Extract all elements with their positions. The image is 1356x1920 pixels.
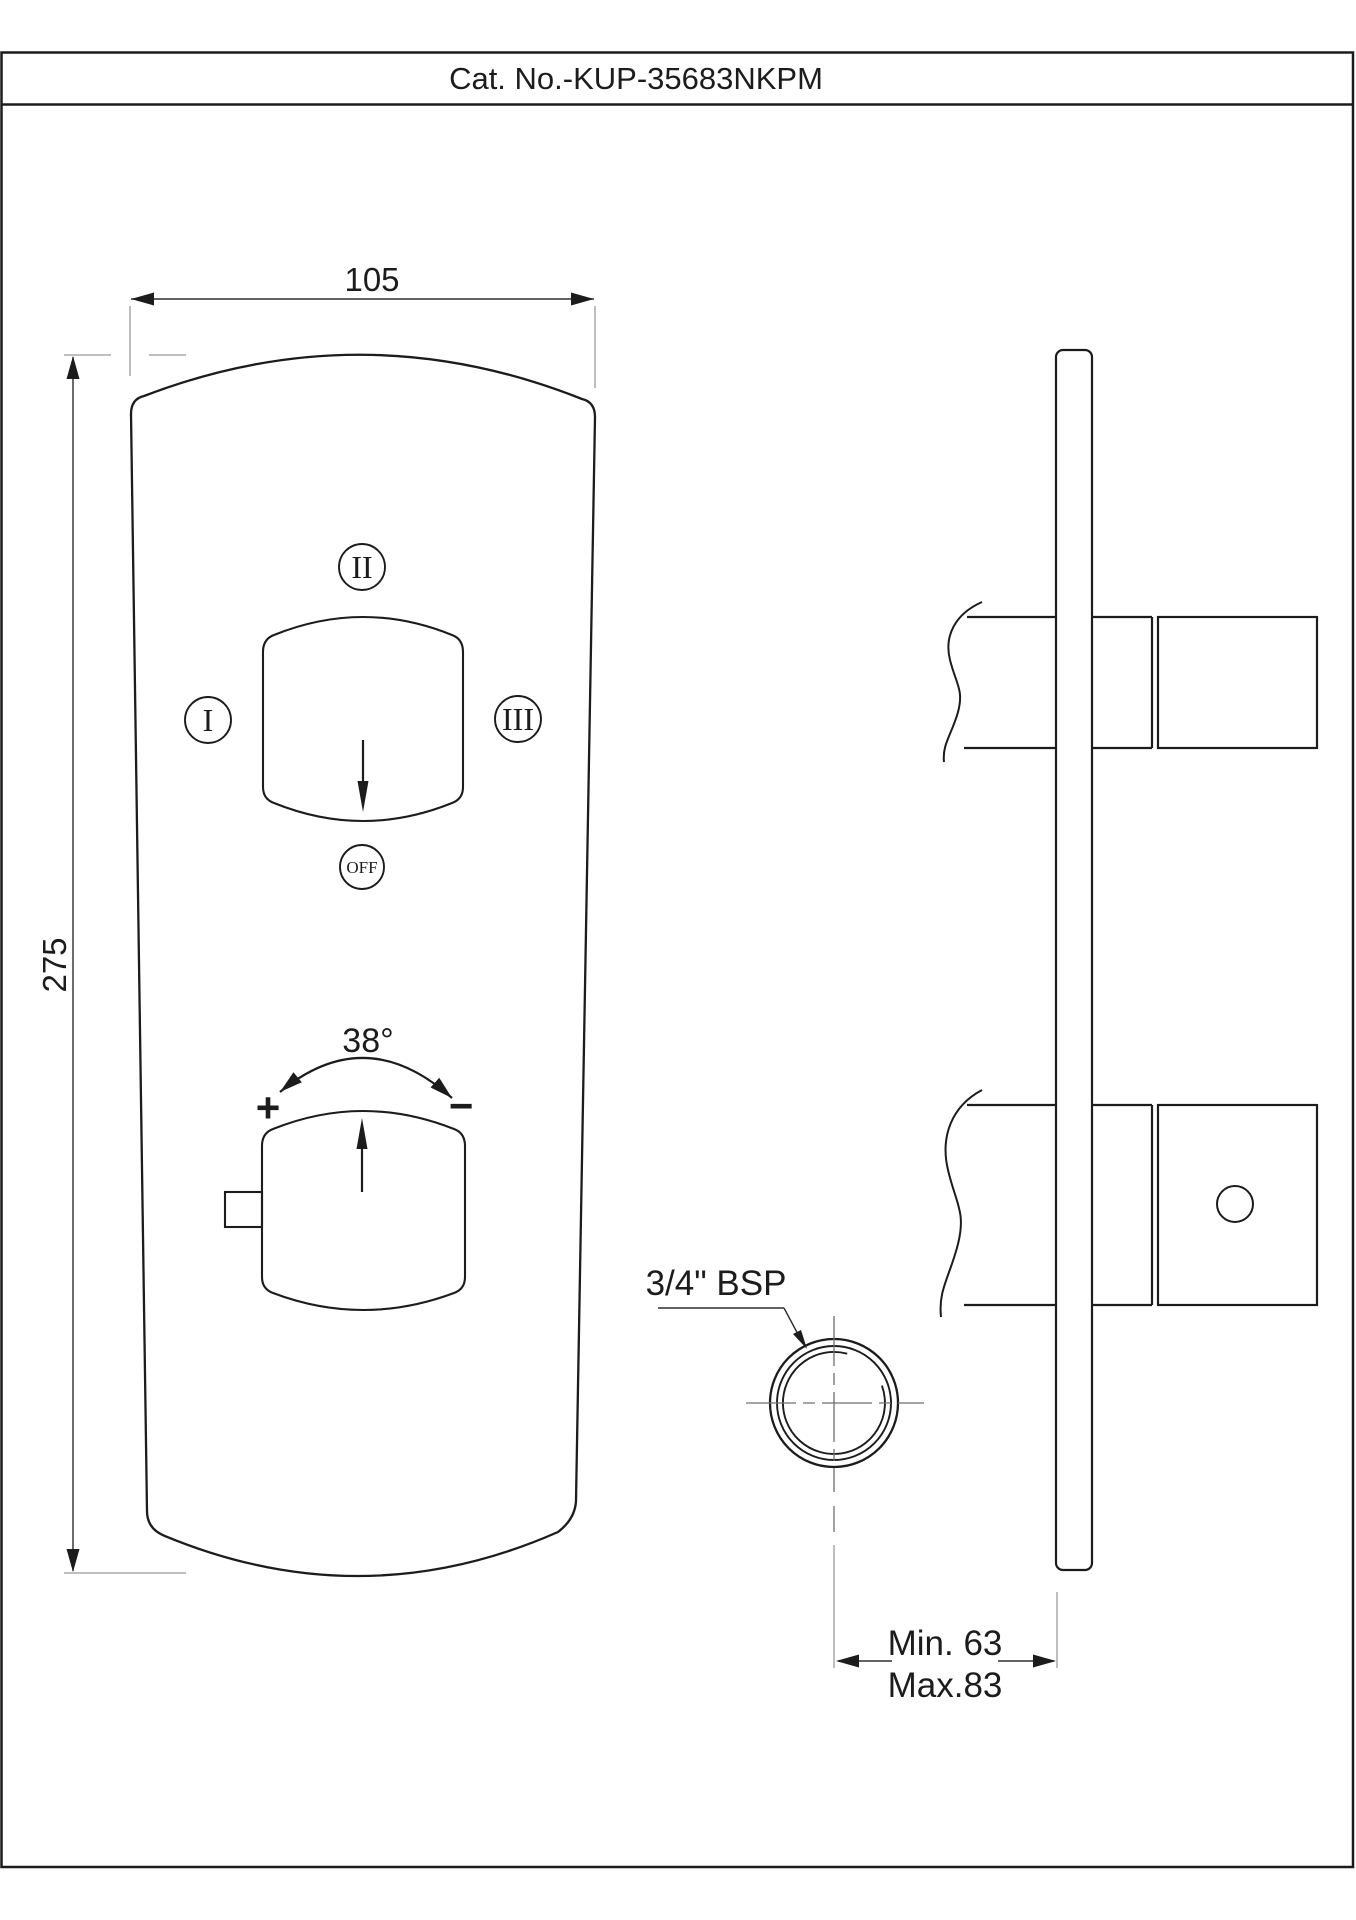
override-button-circle — [1216, 1185, 1254, 1223]
temperature-knob-outline — [260, 1109, 467, 1312]
break-line — [942, 601, 983, 763]
catalog-number: Cat. No.-KUP-35683NKPM — [449, 61, 823, 96]
off-circle — [339, 844, 385, 890]
dim-arrowhead-icon — [836, 1654, 859, 1668]
break-line — [939, 1089, 983, 1318]
diverter-knob-outline — [261, 615, 465, 823]
diverter-positions: II I III OFF — [184, 543, 542, 890]
upper-valve-body — [942, 601, 1319, 763]
height-dim-label: 275 — [36, 937, 73, 992]
position-label-left: I — [203, 702, 214, 738]
dim-arrowhead-icon — [131, 292, 154, 306]
depth-min-label: Min. 63 — [888, 1624, 1003, 1663]
bsp-connection: 3/4" BSP — [646, 1264, 924, 1668]
front-view: II I III OFF 38° + − — [129, 353, 597, 1578]
diverter-pointer-arrowhead-icon — [357, 781, 369, 812]
dim-arrowhead-icon — [66, 1549, 80, 1572]
trim-plate-outline — [129, 353, 597, 1578]
lower-knob-side — [1156, 1103, 1319, 1307]
arc-arrowhead-left-icon — [280, 1072, 302, 1092]
position-label-top: II — [351, 549, 372, 585]
sheet-frame: Cat. No.-KUP-35683NKPM — [0, 51, 1355, 1869]
temperature-rotation-arc: 38° + − — [256, 1022, 474, 1131]
leader-arrowhead-icon — [793, 1330, 807, 1349]
depth-max-label: Max.83 — [888, 1666, 1003, 1705]
position-circle-right — [494, 695, 542, 743]
side-view — [939, 348, 1319, 1572]
position-circle-top — [338, 543, 386, 591]
width-dimension: 105 — [129, 261, 596, 388]
dim-arrowhead-icon — [66, 356, 80, 379]
sheet-border — [0, 51, 1355, 1869]
width-dim-label: 105 — [344, 261, 399, 298]
dim-arrowhead-icon — [1033, 1654, 1056, 1668]
wall-flange-bar — [1054, 348, 1094, 1572]
dim-arrowhead-icon — [571, 292, 594, 306]
rotation-arc — [279, 1056, 453, 1099]
off-label: OFF — [346, 858, 377, 877]
cold-label: − — [449, 1082, 474, 1129]
upper-knob-side — [1156, 615, 1319, 750]
thread-label: 3/4" BSP — [646, 1264, 787, 1303]
lower-valve-body — [939, 1089, 1319, 1318]
position-circle-left — [184, 696, 232, 744]
arc-arrowhead-right-icon — [430, 1077, 452, 1098]
thread-arc — [781, 1351, 886, 1455]
rotation-angle-label: 38° — [342, 1022, 393, 1060]
height-dimension: 275 — [36, 354, 186, 1574]
temperature-knob-tab — [223, 1190, 264, 1229]
hot-label: + — [256, 1084, 281, 1131]
depth-dimension: Min. 63 Max.83 — [836, 1592, 1058, 1705]
temperature-pointer-arrowhead-icon — [356, 1118, 368, 1149]
position-label-right: III — [502, 701, 534, 737]
